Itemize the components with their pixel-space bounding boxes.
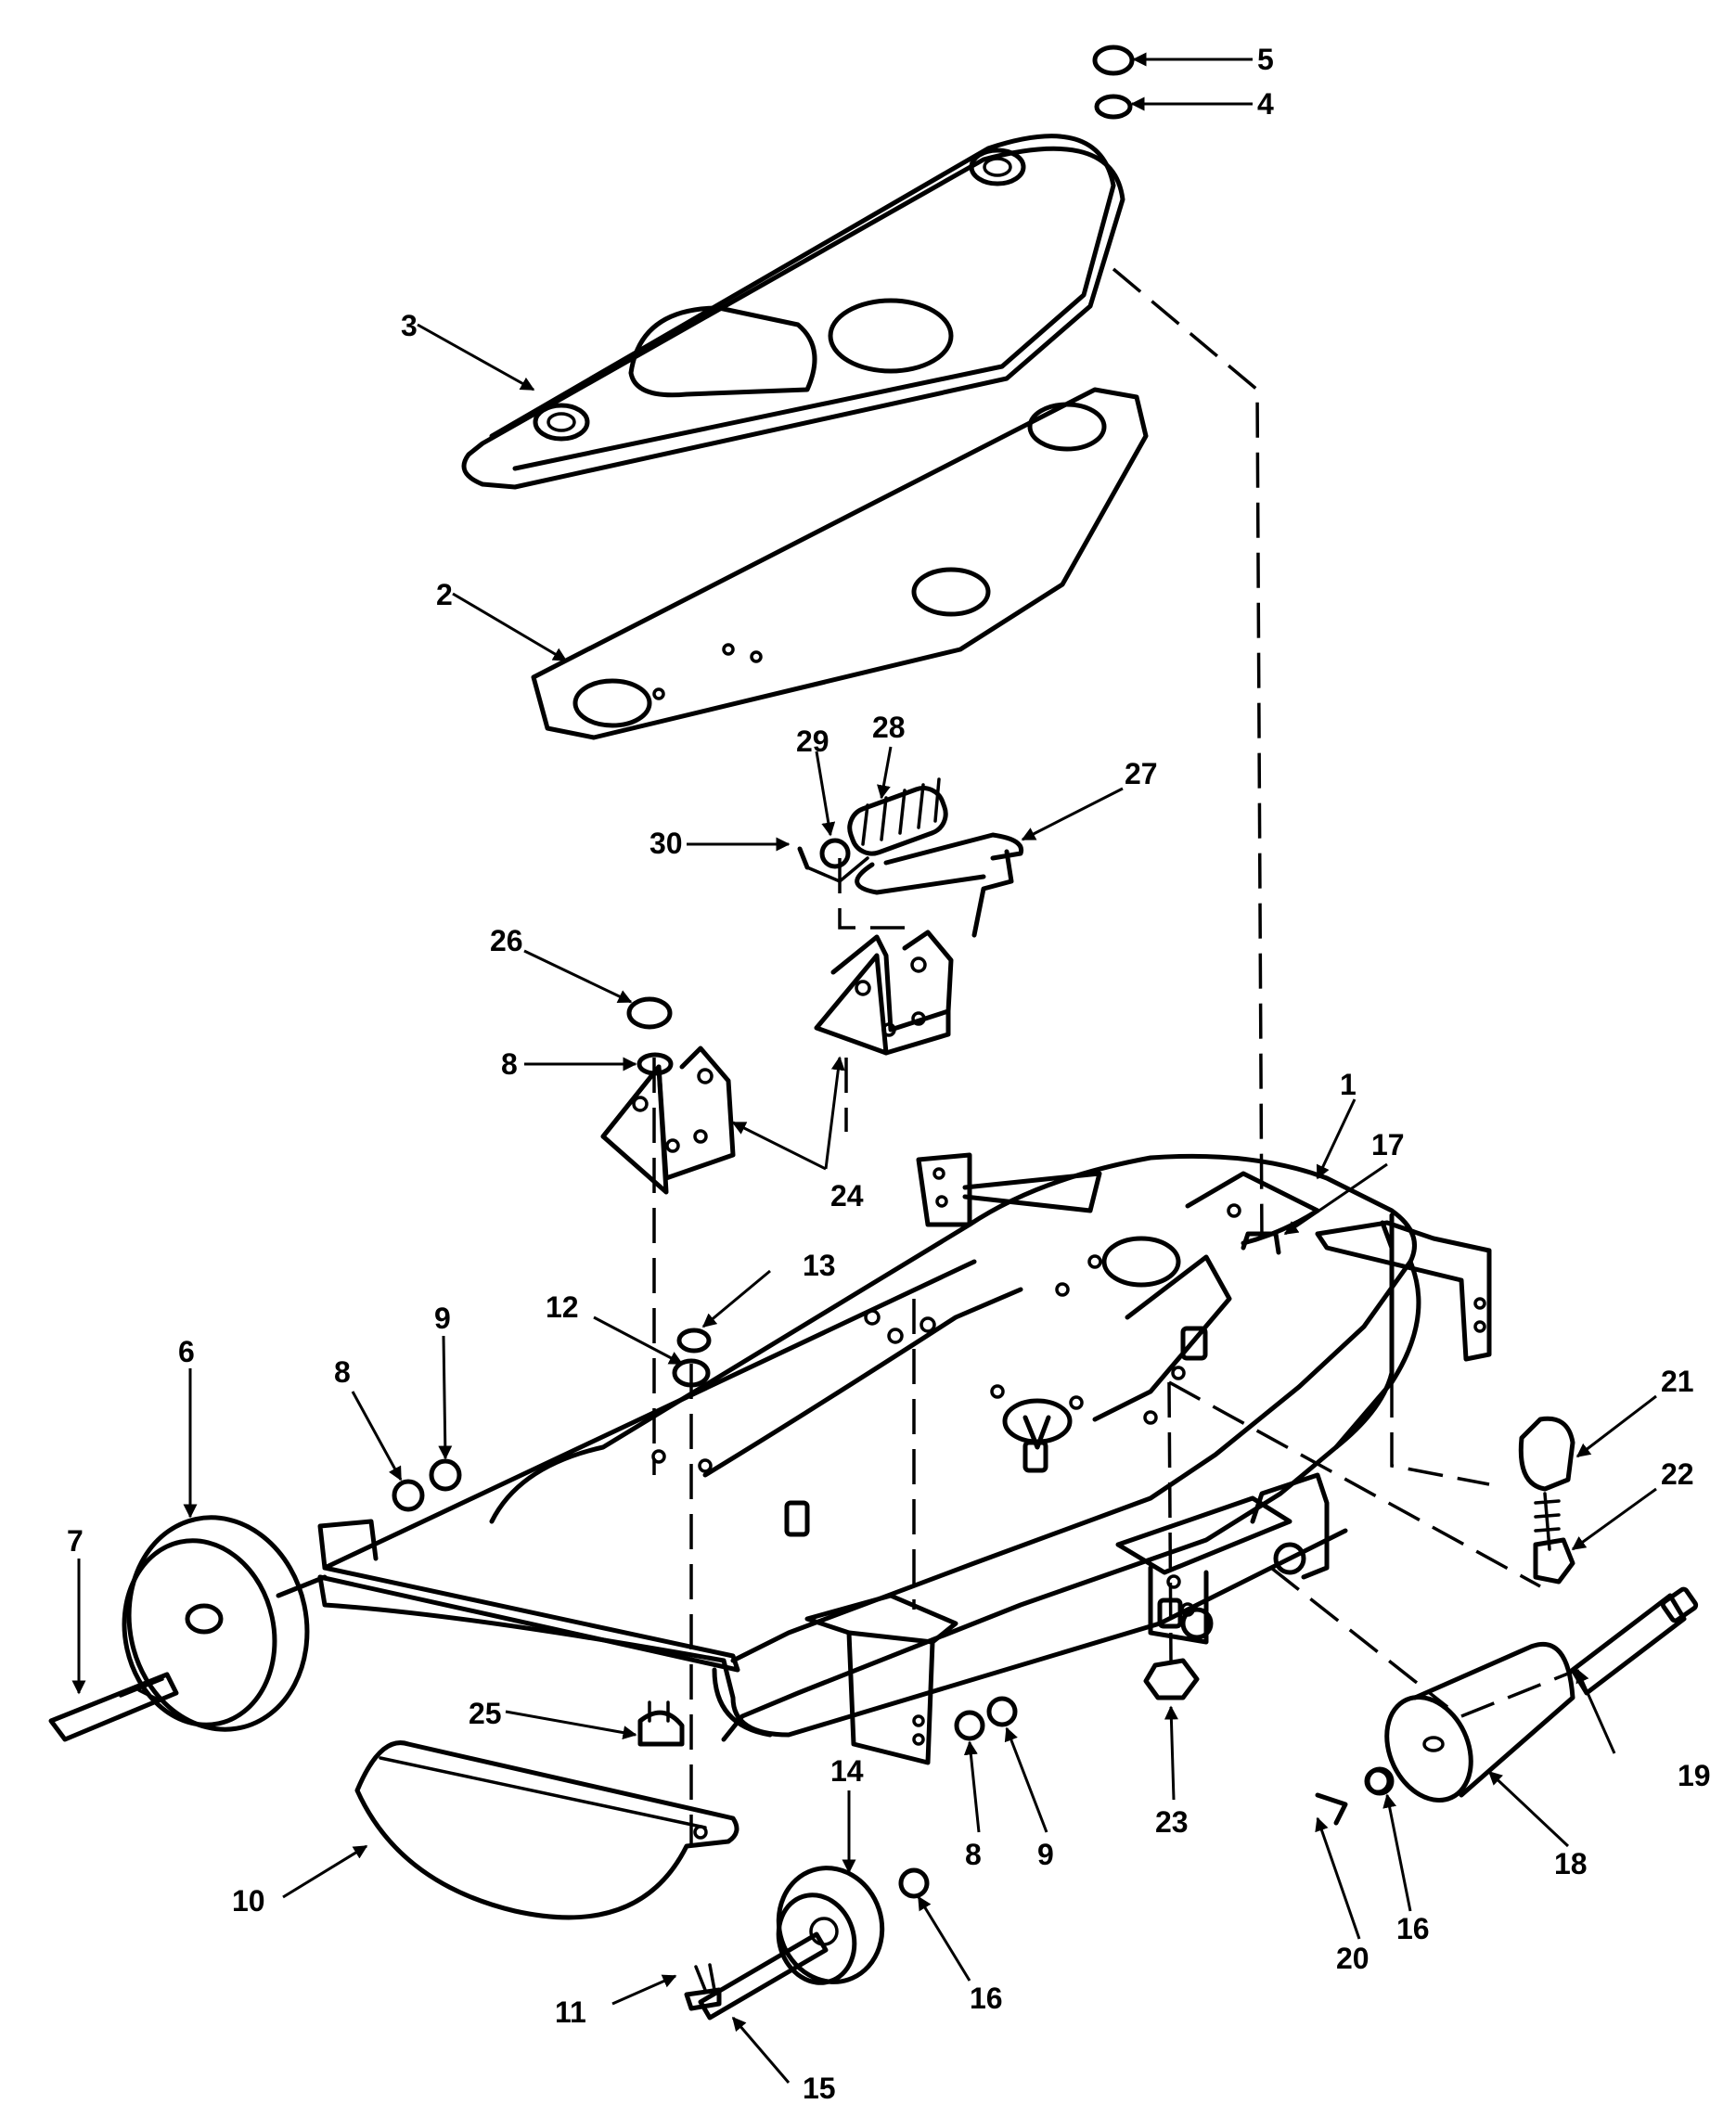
callout-7: 7: [67, 1524, 84, 1558]
callout-16-front: 16: [970, 1982, 1003, 2015]
callout-labels: 5 4 3 2 1 17 27 28 29 30 26 8 24 13 12 9…: [67, 43, 1711, 2105]
callout-23: 23: [1155, 1805, 1189, 1839]
callout-8-left: 8: [334, 1355, 351, 1389]
part-eye-bolt: [1518, 1416, 1575, 1585]
callout-8-top: 8: [501, 1047, 518, 1081]
part-pulley-cover: [461, 134, 1125, 490]
part-deck-studs: [784, 1326, 1208, 1629]
callout-12: 12: [546, 1290, 579, 1324]
callout-9-right: 9: [1037, 1838, 1054, 1871]
part-spring-assembly: [797, 777, 1024, 938]
part-mounting-plate: [531, 387, 1149, 740]
callout-20: 20: [1336, 1942, 1370, 1975]
alignment-lines: [652, 267, 1578, 1846]
callout-29: 29: [796, 725, 829, 758]
callout-16-rear: 16: [1396, 1912, 1430, 1945]
callout-14: 14: [830, 1754, 864, 1788]
part-bracket-lower: [600, 1046, 736, 1195]
part-hardware: [392, 45, 1395, 2011]
part-chute-deflector: [354, 1740, 739, 1920]
callout-17: 17: [1371, 1128, 1405, 1161]
callout-9-left: 9: [434, 1302, 451, 1335]
part-bracket-upper: [814, 930, 954, 1056]
callout-27: 27: [1125, 757, 1158, 790]
part-roller-bracket: [1115, 1472, 1330, 1645]
callout-10: 10: [232, 1884, 265, 1918]
callout-2: 2: [436, 578, 453, 611]
callout-4: 4: [1257, 87, 1274, 121]
callout-22: 22: [1661, 1457, 1694, 1491]
part-deck-skirt: [317, 1212, 1395, 1738]
callout-5: 5: [1257, 43, 1274, 76]
part-mower-deck: [322, 1153, 1421, 1742]
callout-6: 6: [178, 1335, 195, 1368]
part-anti-scalp-wheel: [698, 1866, 930, 2021]
part-gauge-wheel: [48, 1515, 328, 1742]
part-deck-brackets: [804, 1152, 1492, 1765]
callout-26: 26: [490, 924, 523, 957]
callout-30: 30: [649, 827, 683, 860]
callout-11: 11: [555, 1995, 586, 2029]
callout-8-right: 8: [965, 1838, 982, 1871]
callout-3: 3: [401, 309, 418, 342]
callout-24: 24: [830, 1179, 864, 1212]
callout-13: 13: [803, 1249, 836, 1282]
leader-arrows: [71, 52, 1657, 2084]
callout-18: 18: [1554, 1847, 1588, 1880]
callout-25: 25: [469, 1697, 502, 1730]
callout-28: 28: [872, 711, 906, 744]
callout-19: 19: [1678, 1759, 1711, 1792]
callout-15: 15: [803, 2072, 836, 2105]
callout-21: 21: [1661, 1365, 1694, 1398]
callout-1: 1: [1340, 1068, 1357, 1101]
